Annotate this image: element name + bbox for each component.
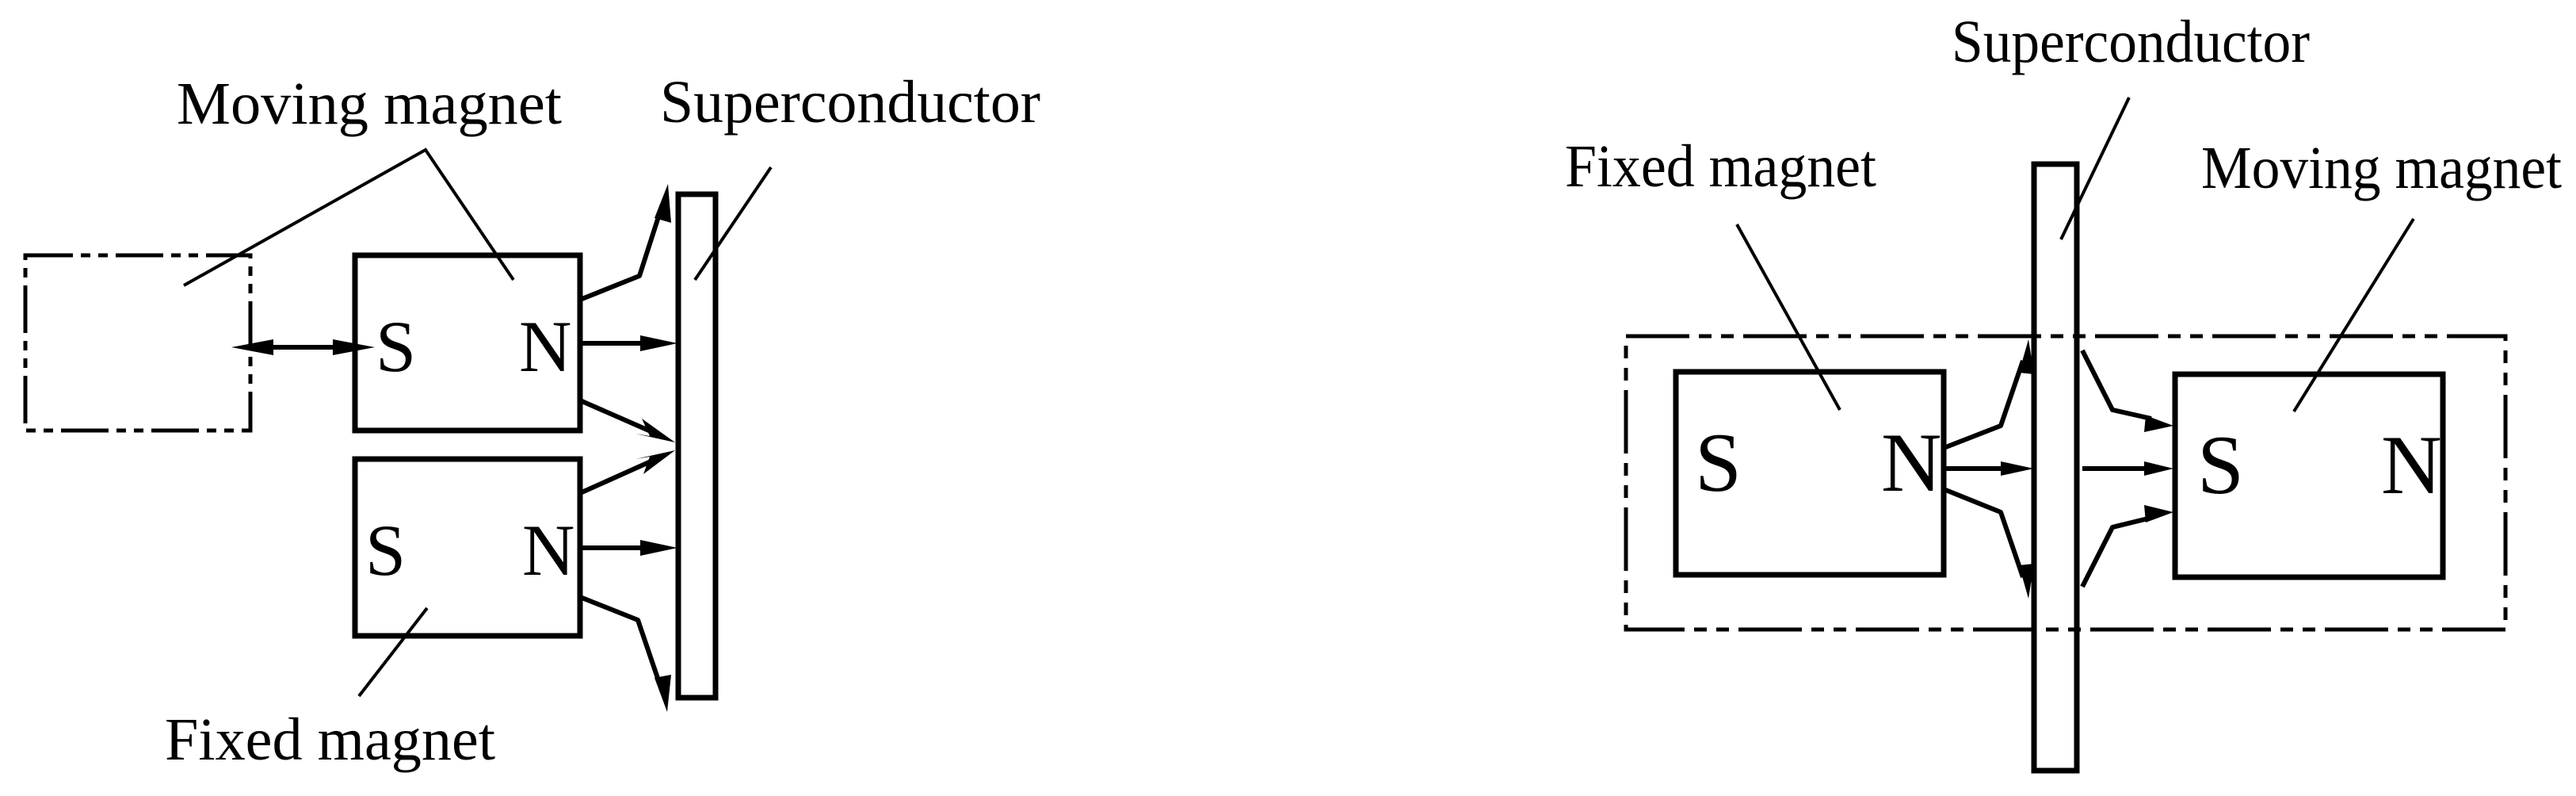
moving-magnet-previous-position-outline	[23, 253, 253, 433]
dash-dot-dot-enclosure	[1624, 334, 2508, 632]
label-superconductor: Superconductor	[660, 69, 1040, 136]
moving-magnet: S N	[2172, 371, 2446, 580]
fixed-magnet-south-pole: S	[365, 510, 406, 591]
label-fixed-magnet: Fixed magnet	[165, 706, 495, 773]
fixed-magnet: S N	[352, 456, 583, 639]
leader-superconductor	[2059, 97, 2131, 240]
fixed-magnet-north-pole: N	[1881, 416, 1942, 509]
field-line-arrows-icon	[578, 184, 677, 712]
leader-superconductor	[693, 166, 773, 281]
moving-magnet: S N	[352, 252, 583, 434]
fixed-magnet-south-pole: S	[1695, 416, 1742, 509]
moving-magnet-south-pole: S	[2197, 419, 2244, 511]
moving-magnet-north-pole: N	[519, 306, 571, 387]
fixed-magnet-north-pole: N	[522, 510, 574, 591]
leader-fixed-magnet	[1735, 224, 1841, 411]
label-superconductor: Superconductor	[1952, 9, 2310, 75]
moving-magnet-body	[2172, 371, 2446, 580]
superconductor-plate-left	[675, 191, 719, 701]
fixed-magnet: S N	[1673, 369, 1947, 578]
leader-fixed-magnet	[357, 607, 429, 698]
fixed-magnet-body	[1673, 369, 1947, 578]
label-moving-magnet: Moving magnet	[177, 71, 562, 137]
moving-magnet-north-pole: N	[2381, 419, 2442, 511]
right-diagram: Superconductor Fixed magnet Moving magne…	[1565, 9, 2562, 774]
field-line-arrows-icon	[1942, 339, 2173, 599]
leader-moving-magnet	[2292, 217, 2415, 413]
superconductor-plate-right	[2031, 161, 2080, 774]
label-fixed-magnet: Fixed magnet	[1565, 133, 1876, 200]
double-headed-arrow-icon	[231, 339, 375, 355]
label-moving-magnet: Moving magnet	[2201, 135, 2562, 201]
moving-magnet-south-pole: S	[376, 306, 416, 387]
leader-moving-magnet	[183, 147, 515, 287]
left-diagram: Moving magnet Superconductor Fixed magne…	[23, 69, 1040, 773]
